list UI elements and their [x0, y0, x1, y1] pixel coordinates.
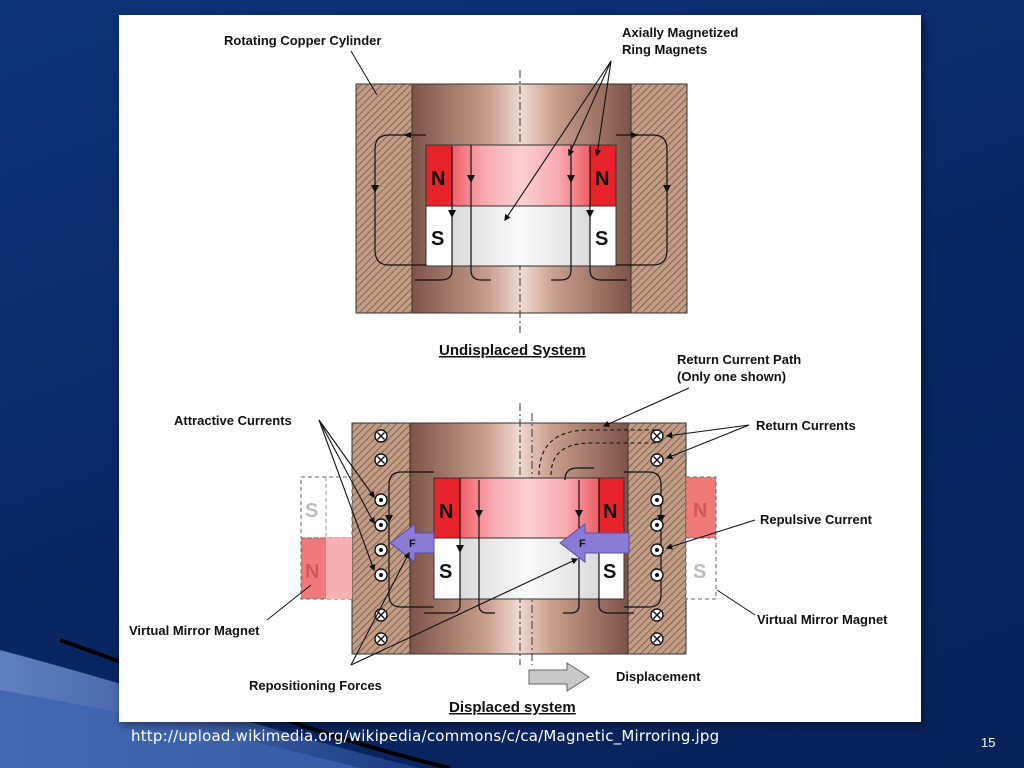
flux-arrowheads-top [371, 132, 671, 218]
force-label-left: F [409, 538, 416, 550]
displaced-pole-n-right: N [603, 501, 617, 523]
magnetic-mirroring-diagram: N N S S Rotating Copper Cylinder Axially… [129, 25, 888, 716]
pole-s-right: S [595, 228, 608, 250]
force-arrow-right: F [559, 522, 630, 564]
force-arrow-left: F [389, 522, 435, 564]
source-url[interactable]: http://upload.wikimedia.org/wikipedia/co… [131, 727, 720, 745]
copper-cylinder-left-wall [355, 83, 413, 314]
displacement-arrow [528, 662, 590, 692]
magnet-left-south [425, 205, 453, 267]
return-current-path-dashed [538, 429, 659, 476]
flux-lines-bottom [388, 467, 662, 614]
ring-magnet-south-band [425, 205, 617, 267]
magnet-right-north [589, 144, 617, 207]
displaced-magnet-left-north [433, 477, 461, 539]
label-repositioning-forces: Repositioning Forces [249, 678, 382, 693]
leader-return-current-path [602, 387, 690, 427]
virtual-mirror-magnet-left: S N [300, 476, 353, 600]
magnet-right-south [589, 205, 617, 267]
flux-lines-top [374, 134, 668, 281]
pole-n-right: N [595, 168, 609, 190]
virtual-pole-s-right: S [693, 561, 706, 583]
current-symbols-left-wall [374, 429, 388, 646]
slide-number: 15 [981, 735, 996, 750]
label-return-current-path-1: Return Current Path [677, 352, 801, 367]
leaders-repositioning-forces [350, 551, 579, 666]
label-attractive-currents: Attractive Currents [174, 413, 292, 428]
displaced-north-band [433, 477, 625, 539]
leaders-attractive-currents [318, 419, 376, 572]
label-rotating-copper-cylinder: Rotating Copper Cylinder [224, 33, 381, 48]
displaced-pole-n-left: N [439, 501, 453, 523]
leader-virtual-mirror-right [716, 589, 756, 616]
label-virtual-mirror-magnet-left: Virtual Mirror Magnet [129, 623, 260, 638]
pole-n-left: N [431, 168, 445, 190]
virtual-pole-s-left: S [305, 500, 318, 522]
diagram-panel: N N S S Rotating Copper Cylinder Axially… [119, 15, 921, 722]
magnet-left-north [425, 144, 453, 207]
title-undisplaced-system: Undisplaced System [439, 342, 586, 359]
undisplaced-system: N N S S Rotating Copper Cylinder Axially… [224, 25, 738, 359]
virtual-pole-n-left: N [305, 561, 319, 583]
pole-s-left: S [431, 228, 444, 250]
title-displaced-system: Displaced system [449, 699, 576, 716]
label-displacement: Displacement [616, 669, 701, 684]
copper-cylinder-right-wall [630, 83, 688, 314]
virtual-pole-n-right: N [693, 500, 707, 522]
label-axially-magnetized-1: Axially Magnetized [622, 25, 738, 40]
label-virtual-mirror-magnet-right: Virtual Mirror Magnet [757, 612, 888, 627]
displaced-pole-s-left: S [439, 561, 452, 583]
displaced-system: N N S S [129, 352, 888, 716]
current-symbols-right-wall [650, 429, 664, 646]
label-axially-magnetized-2: Ring Magnets [622, 42, 707, 57]
label-return-currents: Return Currents [756, 418, 856, 433]
label-repulsive-current: Repulsive Current [760, 512, 873, 527]
displaced-pole-s-right: S [603, 561, 616, 583]
force-label-right: F [579, 538, 586, 550]
leader-copper-cylinder [350, 50, 378, 96]
leaders-return-currents [665, 424, 750, 460]
virtual-mirror-magnet-right: N S [685, 476, 717, 600]
leader-virtual-mirror-left [266, 584, 312, 621]
leaders-ring-magnets [504, 60, 612, 222]
leader-repulsive-current [665, 519, 756, 550]
label-return-current-path-2: (Only one shown) [677, 369, 786, 384]
